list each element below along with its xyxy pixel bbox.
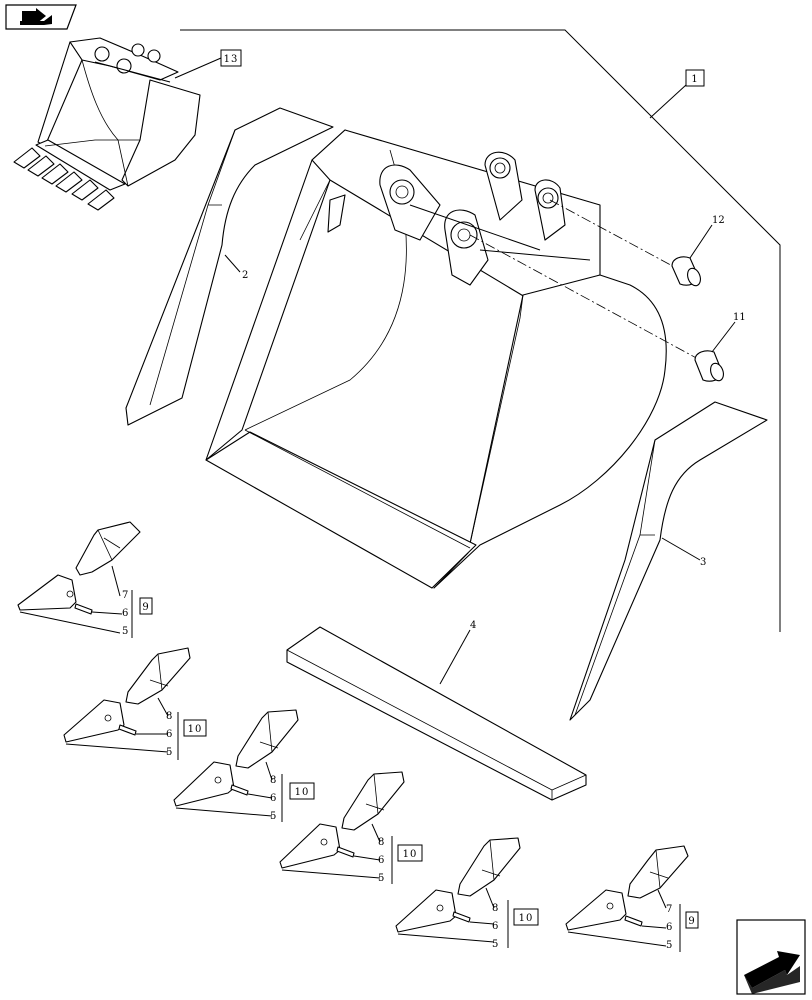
tooth-group-c xyxy=(173,709,299,822)
side-cutter-right xyxy=(569,401,768,721)
callout-d-bottom: 5 xyxy=(378,873,384,884)
callout-d-mid: 6 xyxy=(378,855,384,866)
tooth-group-d xyxy=(279,771,405,884)
callout-d-top: 8 xyxy=(378,837,384,848)
callout-c-bottom: 5 xyxy=(270,811,276,822)
callout-f-bottom: 5 xyxy=(666,940,672,951)
assembly-label-box: 1 xyxy=(685,69,705,87)
mini-bucket-label-box: 13 xyxy=(220,49,242,67)
callout-f-top: 7 xyxy=(666,904,672,915)
callout-12: 12 xyxy=(712,215,725,226)
book-arrow-icon[interactable] xyxy=(5,4,77,30)
next-page-arrow-icon[interactable] xyxy=(736,919,806,995)
tooth-set-d-label-box: 10 xyxy=(397,844,423,862)
callout-4: 4 xyxy=(470,620,476,631)
tooth-group-e xyxy=(395,837,521,948)
callout-b-bottom: 5 xyxy=(166,747,172,758)
tooth-set-b-label-box: 10 xyxy=(183,719,207,737)
tooth-set-f-label-box: 9 xyxy=(685,911,699,929)
callout-a-mid: 6 xyxy=(122,608,128,619)
svg-text:10: 10 xyxy=(295,787,310,798)
svg-text:10: 10 xyxy=(519,913,534,924)
svg-text:13: 13 xyxy=(224,54,239,65)
bushing-12 xyxy=(671,256,701,287)
tooth-set-c-label-box: 10 xyxy=(289,782,315,800)
callout-c-top: 8 xyxy=(270,775,276,786)
tooth-set-e-label-box: 10 xyxy=(513,908,539,926)
callout-b-mid: 6 xyxy=(166,729,172,740)
callout-a-bottom: 5 xyxy=(122,626,128,637)
callout-e-bottom: 5 xyxy=(492,939,498,950)
callout-b-top: 8 xyxy=(166,711,172,722)
callout-2: 2 xyxy=(242,270,248,281)
bushing-11 xyxy=(694,350,724,382)
tooth-group-b xyxy=(63,647,191,760)
callout-a-top: 7 xyxy=(122,590,128,601)
mini-bucket-illustration xyxy=(13,37,201,211)
callout-3: 3 xyxy=(700,557,706,568)
cutting-edge xyxy=(286,626,587,801)
tooth-group-f xyxy=(565,845,689,952)
tooth-group-a xyxy=(17,521,141,638)
side-cutter-left xyxy=(125,107,334,426)
svg-text:9: 9 xyxy=(142,602,149,613)
callout-11: 11 xyxy=(733,312,746,323)
callout-e-mid: 6 xyxy=(492,921,498,932)
svg-text:1: 1 xyxy=(691,74,698,85)
callout-f-mid: 6 xyxy=(666,922,672,933)
svg-text:10: 10 xyxy=(403,849,418,860)
callout-c-mid: 6 xyxy=(270,793,276,804)
svg-text:9: 9 xyxy=(688,916,695,927)
main-bucket-illustration xyxy=(205,129,667,589)
assembly-bracket-line xyxy=(180,29,781,632)
tooth-set-a-label-box: 9 xyxy=(139,597,153,615)
svg-text:10: 10 xyxy=(188,724,203,735)
callout-e-top: 8 xyxy=(492,903,498,914)
